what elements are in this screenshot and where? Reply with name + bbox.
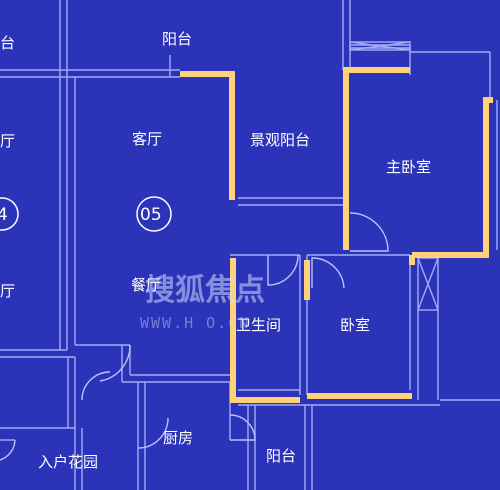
unit-number-circle xyxy=(136,196,172,232)
room-label-master-bedroom: 主卧室 xyxy=(386,158,431,176)
room-label-scenic-balcony: 景观阳台 xyxy=(250,131,310,149)
room-label-living-room: 客厅 xyxy=(132,130,162,148)
room-label-balcony-top-left: 台 xyxy=(0,34,15,52)
room-label-entry-garden: 入户花园 xyxy=(38,453,98,471)
neighbor-unit-number: 4 xyxy=(0,205,8,225)
room-label-bathroom: 卫生间 xyxy=(236,316,281,334)
neighbor-unit-circle xyxy=(0,197,19,231)
unit-number: 05 xyxy=(140,205,162,225)
room-label-kitchen: 厨房 xyxy=(163,429,193,447)
watermark-url: WWW.H O.CN xyxy=(140,314,250,332)
room-label-dining-room: 餐厅 xyxy=(131,276,161,294)
room-label-bedroom: 卧室 xyxy=(340,316,370,334)
door-arcs xyxy=(0,212,389,461)
room-label-balcony-top: 阳台 xyxy=(162,30,192,48)
room-label-neighbor-1: 厅 xyxy=(0,132,15,150)
room-label-balcony-bottom: 阳台 xyxy=(266,447,296,465)
room-label-neighbor-2: 厅 xyxy=(0,282,15,300)
highlight-walls xyxy=(180,67,493,403)
watermark-brand: 搜狐焦点 xyxy=(145,273,265,308)
